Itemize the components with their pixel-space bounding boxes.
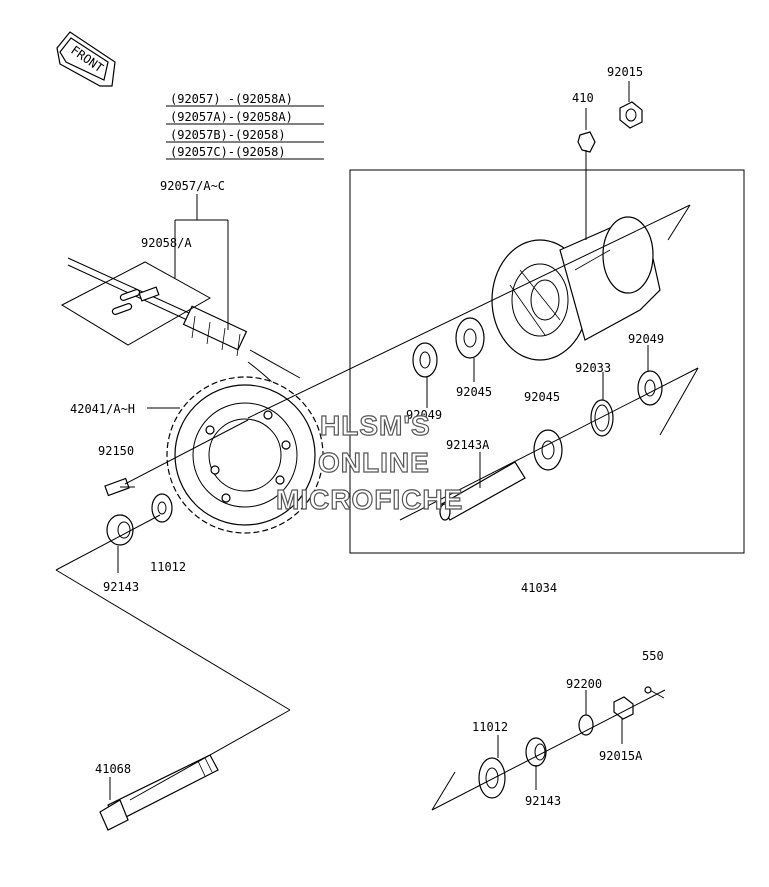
hub-bearing-left [455, 317, 485, 359]
label-92143-b: 92143 [525, 794, 561, 808]
hub-assembly-box [349, 169, 745, 554]
label-11012-b: 11012 [472, 720, 508, 734]
label-92045-b: 92045 [524, 390, 560, 404]
watermark: HLSM'S ONLINE MICROFICHE [275, 409, 463, 515]
legend-row-3: (92057B)-(92058) [170, 128, 286, 142]
label-92033: 92033 [575, 361, 611, 375]
axle-washer [578, 714, 594, 736]
front-direction-arrow: FRONT [56, 31, 116, 87]
label-92015: 92015 [607, 65, 643, 79]
watermark-line-2: ONLINE [318, 447, 430, 478]
part-number-labels: 410 92015 92057/A~C 92058/A 92049 92045 … [70, 65, 664, 808]
label-42041: 42041/A~H [70, 402, 135, 416]
sprocket-bolt [104, 419, 249, 497]
label-92049-left: 92049 [406, 408, 442, 422]
label-92015A: 92015A [599, 749, 643, 763]
collar-right [525, 737, 547, 767]
seal-right [478, 757, 506, 799]
hub-seal-left [412, 342, 438, 378]
label-92057: 92057/A~C [160, 179, 225, 193]
collar-left [106, 514, 134, 546]
seal-left [151, 493, 173, 523]
legend-row-2: (92057A)-(92058A) [170, 110, 293, 124]
hub-stud [577, 131, 596, 153]
circlip [590, 399, 614, 437]
chain-link-legend: (92057) -(92058A) (92057A)-(92058A) (920… [166, 92, 324, 160]
label-92143-a: 92143 [103, 580, 139, 594]
label-410: 410 [572, 91, 594, 105]
leader-lines [55, 81, 699, 811]
rear-sprocket [166, 376, 324, 534]
legend-row-4: (92057C)-(92058) [170, 145, 286, 159]
label-11012-a: 11012 [150, 560, 186, 574]
master-link-inset [60, 261, 212, 346]
label-550: 550 [642, 649, 664, 663]
label-41068: 41068 [95, 762, 131, 776]
watermark-line-1: HLSM'S [320, 410, 431, 441]
hub-bearing-right [533, 429, 563, 471]
label-92049-right: 92049 [628, 332, 664, 346]
hub-seal-right [637, 370, 663, 406]
label-92143A: 92143A [446, 438, 490, 452]
hub-nut [619, 101, 643, 129]
legend-row-1: (92057) -(92058A) [170, 92, 293, 106]
watermark-line-3: MICROFICHE [276, 484, 463, 515]
rear-axle [99, 754, 219, 831]
label-92150: 92150 [98, 444, 134, 458]
label-92200: 92200 [566, 677, 602, 691]
label-41034: 41034 [521, 581, 557, 595]
spacer-collar [439, 461, 526, 521]
label-92045-a: 92045 [456, 385, 492, 399]
cotter-pin [644, 686, 665, 699]
label-92058: 92058/A [141, 236, 192, 250]
